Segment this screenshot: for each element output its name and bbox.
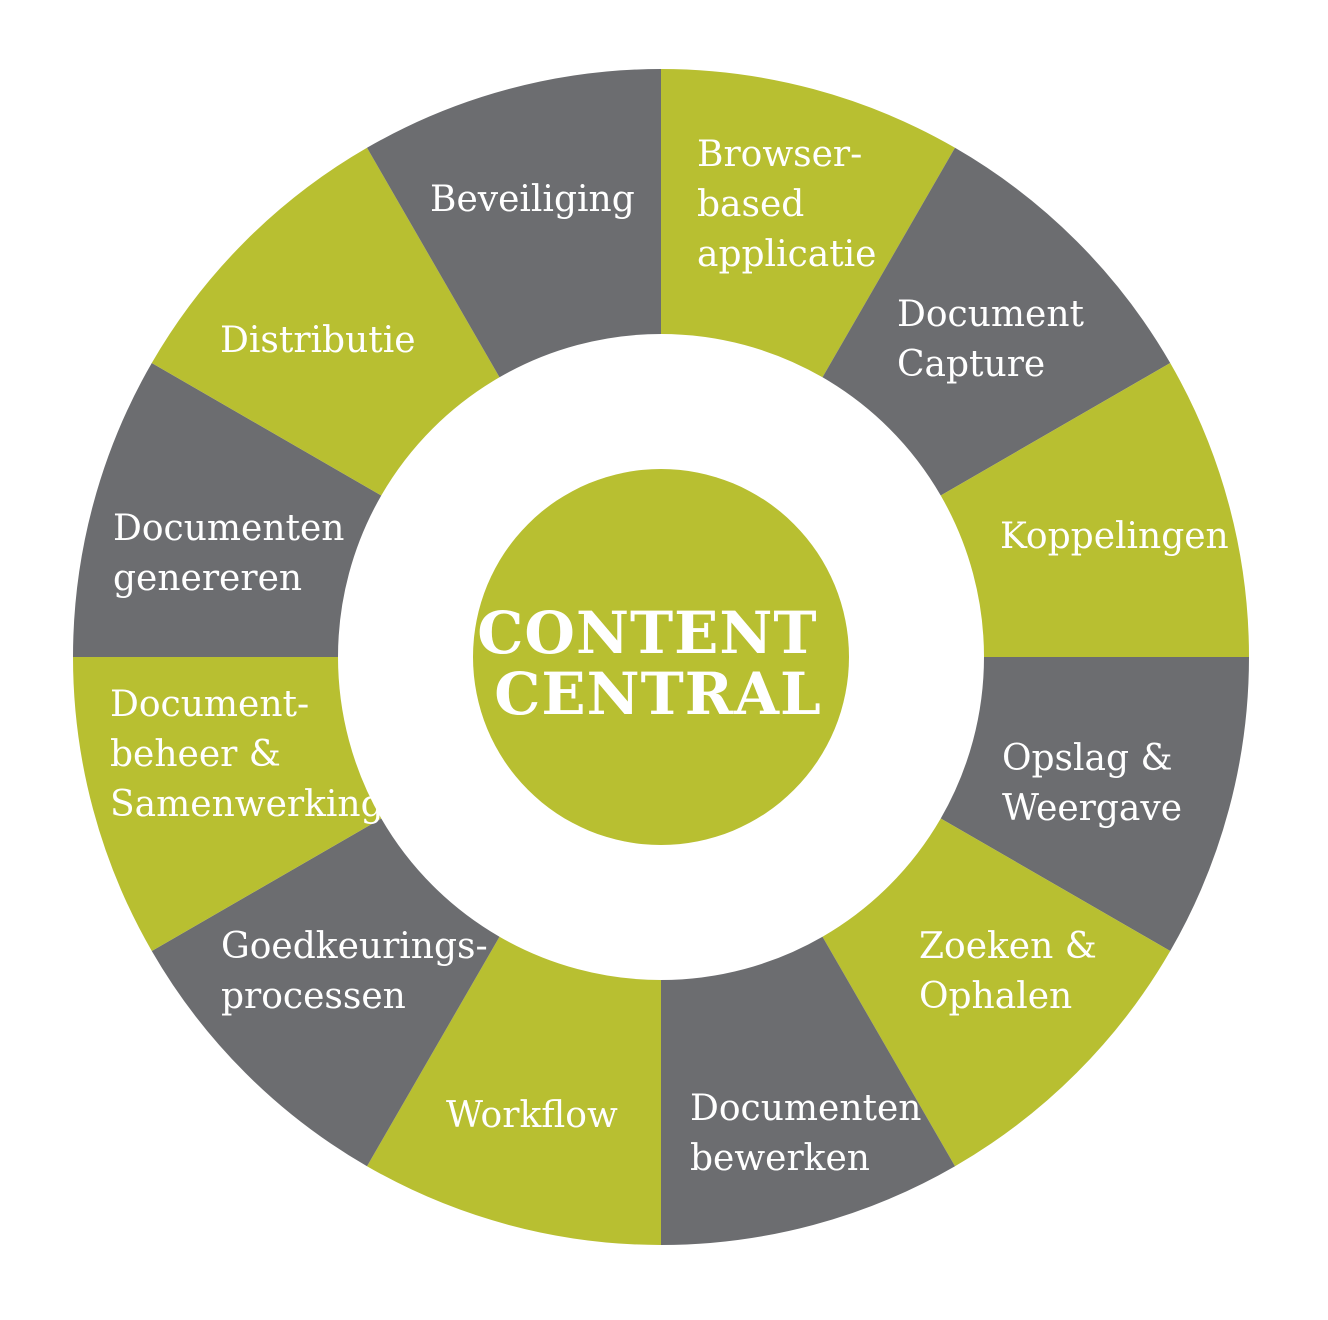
segment-label-line: based [697,184,804,225]
segment-label-line: Beveiliging [430,179,635,220]
segment-label-koppelingen: Koppelingen [1000,516,1229,557]
center-circle [473,469,849,845]
segment-label-line: Weergave [1002,788,1182,829]
segment-label-line: bewerken [690,1138,870,1179]
segment-label-line: beheer & [110,734,281,775]
segment-label-line: Koppelingen [1000,516,1229,557]
segment-label-line: Browser- [697,134,862,175]
segment-label-line: Zoeken & [919,926,1097,967]
segment-label-line: Document [897,294,1085,335]
segment-workflow [367,936,661,1245]
segment-label-beveiliging: Beveiliging [430,179,635,220]
segment-label-documenten-genereren: Documenten genereren [113,508,344,599]
segment-label-documentbeheer: Document-beheer & Samenwerking [110,684,384,825]
segment-label-line: Ophalen [919,976,1072,1017]
segment-documenten-bewerken [661,936,955,1245]
segment-label-line: genereren [113,558,302,599]
center-title: CONTENT CENTRAL [477,599,838,728]
segment-label-line: Samenwerking [110,784,384,825]
segment-label-line: Documenten [690,1088,921,1129]
center-title-line-2: CENTRAL [494,660,822,728]
segment-opslag-weergave [940,657,1249,951]
segment-label-documenten-bewerken: Documenten bewerken [690,1088,921,1179]
segment-document-capture [822,147,1171,496]
segment-label-line: Goedkeurings- [221,926,488,967]
segment-distributie [151,147,500,496]
segment-label-browser-based: Browser-based applicatie [697,134,877,275]
segment-zoeken-ophalen [822,818,1171,1167]
segment-browser-based [661,69,955,378]
segment-goedkeuringsprocessen [151,818,500,1167]
segment-label-zoeken-ophalen: Zoeken & Ophalen [919,926,1097,1017]
segment-label-opslag-weergave: Opslag & Weergave [1002,738,1182,829]
segment-koppelingen [940,363,1249,657]
segment-label-line: Documenten [113,508,344,549]
wheel-segments [73,69,1249,1245]
segment-label-goedkeuringsprocessen: Goedkeurings-processen [221,926,488,1017]
segment-beveiliging [367,69,661,378]
segment-label-line: Document- [110,684,309,725]
segment-documentbeheer [73,657,382,951]
segment-label-line: applicatie [697,234,877,275]
segment-label-line: processen [221,976,406,1017]
segment-documenten-genereren [73,363,382,657]
segment-label-line: Workflow [446,1095,618,1136]
segment-label-workflow: Workflow [446,1095,618,1136]
segment-label-line: Distributie [220,320,416,361]
segment-label-line: Opslag & [1002,738,1173,779]
segment-label-distributie: Distributie [220,320,416,361]
center-title-line-1: CONTENT [477,599,817,667]
segment-label-line: Capture [897,344,1045,385]
